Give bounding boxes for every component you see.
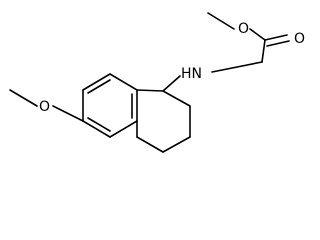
bond-saturated-5 [136,136,164,153]
bond-aromatic-2 [109,73,138,91]
methoxy-oxygen-label: O [39,99,50,115]
ester-carbonyl-oxygen-label: O [294,31,305,47]
bond-aromatic-1 [82,73,111,91]
bond-aromatic-4 [109,120,138,138]
bond-methoxy-ring [52,105,84,122]
molecule-structure: O O HN O [9,12,305,153]
ester-single-oxygen-label: O [238,21,249,37]
amine-label: HN [181,66,202,82]
bond-carbonyl-ch2 [261,39,266,63]
bond-methoxy-methyl [9,89,38,107]
bond-aromatic-5 [82,120,111,138]
bond-saturated-4 [162,136,191,153]
bond-aromatic-inner-3 [87,117,111,132]
bond-carbonyl-double-b [266,40,290,47]
bond-ester-o-c [249,28,266,41]
bond-saturated-2 [162,90,191,107]
bond-carbonyl-double-a [264,34,288,41]
bond-aromatic-inner-1 [87,79,111,94]
bond-ester-methyl [207,12,235,30]
bond-saturated-1 [136,89,164,92]
bond-ch2-nh [211,61,263,73]
bond-nh-c1 [162,75,181,92]
